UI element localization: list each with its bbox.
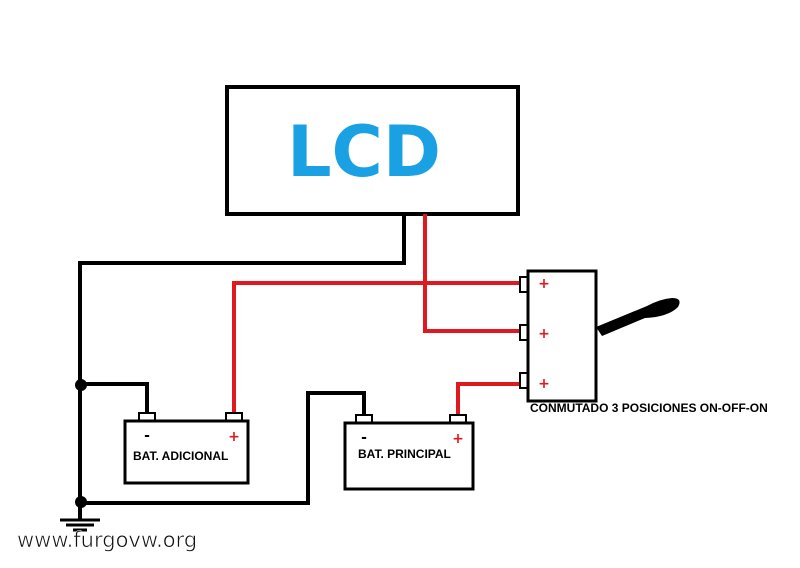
lcd-label: LCD (287, 111, 441, 193)
positive-wiring (232, 214, 524, 418)
switch-terminal-sign: + (538, 276, 550, 292)
main-battery: - + BAT. PRINCIPAL (343, 414, 475, 491)
aux-battery-positive-wire (232, 281, 524, 416)
switch-terminal-sign: + (538, 326, 550, 342)
toggle-switch: + + + CONMUTADO 3 POSICIONES ON-OFF-ON (519, 269, 768, 415)
switch-label: CONMUTADO 3 POSICIONES ON-OFF-ON (530, 401, 768, 415)
lcd-box (225, 85, 520, 216)
main-battery-negative-sign: - (361, 430, 367, 446)
lcd-negative-wire (78, 214, 406, 520)
ground-symbol (60, 518, 100, 532)
aux-battery-positive-sign: + (228, 429, 240, 445)
lcd-display: LCD (225, 85, 520, 216)
main-battery-positive-wire (456, 382, 524, 418)
switch-terminal-sign: + (538, 376, 550, 392)
junction-dot (75, 379, 87, 391)
main-battery-positive-sign: + (452, 431, 464, 447)
switch-lever-icon (596, 298, 680, 336)
main-battery-negative-wire (80, 391, 366, 505)
aux-battery-negative-sign: - (144, 428, 150, 444)
aux-battery-negative-wire (80, 382, 149, 416)
lcd-positive-wire (423, 214, 524, 333)
aux-battery-label: BAT. ADICIONAL (133, 449, 228, 463)
switch-body (526, 269, 598, 403)
negative-wiring (78, 214, 406, 520)
auxiliary-battery: - + BAT. ADICIONAL (123, 412, 250, 485)
aux-battery-body (123, 419, 250, 485)
watermark: www.furgovw.org (17, 528, 197, 552)
junction-dot (75, 496, 87, 508)
main-battery-body (343, 421, 475, 491)
main-battery-label: BAT. PRINCIPAL (358, 447, 451, 461)
